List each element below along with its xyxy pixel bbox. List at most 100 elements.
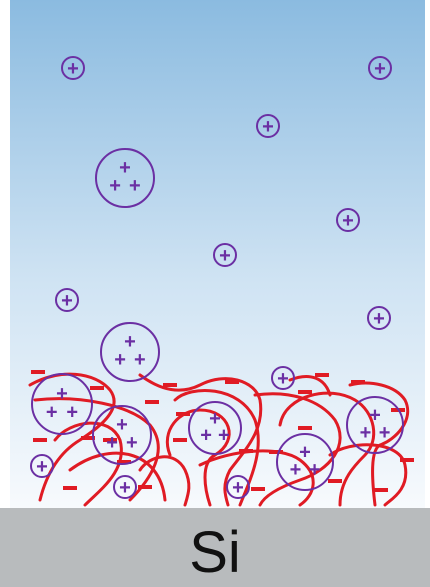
plus-charge: + xyxy=(379,422,391,444)
multivalent-cation: +++ xyxy=(276,433,334,491)
cation-circle xyxy=(61,56,85,80)
single-cation: + xyxy=(367,306,391,330)
plus-charge: + xyxy=(360,422,372,444)
minus-charge xyxy=(81,436,95,440)
single-cation: + xyxy=(113,475,137,499)
minus-charge xyxy=(351,380,365,384)
minus-charge xyxy=(315,373,329,377)
single-cation: + xyxy=(61,56,85,80)
polymer-chain xyxy=(53,421,123,507)
single-cation: + xyxy=(256,114,280,138)
plus-charge: + xyxy=(67,58,79,80)
plus-charge: + xyxy=(116,414,128,436)
single-cation: + xyxy=(226,475,250,499)
plus-charge: + xyxy=(219,245,231,267)
minus-charge xyxy=(298,426,312,430)
plus-charge: + xyxy=(36,456,48,478)
polymer-chain xyxy=(138,373,263,507)
cation-circle xyxy=(213,243,237,267)
plus-charge: + xyxy=(277,368,289,390)
plus-charge: + xyxy=(134,349,146,371)
single-cation: + xyxy=(368,56,392,80)
minus-charge xyxy=(138,485,152,489)
minus-charge xyxy=(374,488,388,492)
minus-charge xyxy=(63,486,77,490)
plus-charge: + xyxy=(119,477,131,499)
plus-charge: + xyxy=(290,459,302,481)
multivalent-cation: +++ xyxy=(100,322,160,382)
multivalent-cation: +++ xyxy=(92,405,152,465)
multivalent-cation: +++ xyxy=(346,396,404,454)
minus-charge xyxy=(103,438,117,442)
cation-circle xyxy=(256,114,280,138)
plus-charge: + xyxy=(209,408,221,430)
plus-charge: + xyxy=(200,424,212,446)
plus-charge: + xyxy=(373,308,385,330)
plus-charge: + xyxy=(56,383,68,405)
plus-charge: + xyxy=(309,459,321,481)
cation-circle xyxy=(92,405,152,465)
plus-charge: + xyxy=(114,349,126,371)
cation-circle xyxy=(276,433,334,491)
cation-circle xyxy=(31,373,93,435)
plus-charge: + xyxy=(61,290,73,312)
minus-charge xyxy=(225,380,239,384)
plus-charge: + xyxy=(369,404,381,426)
plus-charge: + xyxy=(232,477,244,499)
cation-circle xyxy=(226,475,250,499)
single-cation: + xyxy=(336,208,360,232)
minus-charge xyxy=(145,400,159,404)
plus-charge: + xyxy=(46,401,58,423)
plus-charge: + xyxy=(106,432,118,454)
plus-charge: + xyxy=(218,424,230,446)
minus-charge xyxy=(163,383,177,387)
minus-charge xyxy=(251,487,265,491)
minus-charge xyxy=(33,438,47,442)
plus-charge: + xyxy=(129,175,141,197)
cation-circle xyxy=(95,148,155,208)
cation-circle xyxy=(367,306,391,330)
minus-charge xyxy=(90,386,104,390)
single-cation: + xyxy=(55,288,79,312)
cation-circle xyxy=(55,288,79,312)
cation-circle xyxy=(113,475,137,499)
polymer-chain xyxy=(68,451,167,502)
polymer-chain xyxy=(165,408,231,507)
plus-charge: + xyxy=(299,441,311,463)
minus-charge xyxy=(400,458,414,462)
cation-circle xyxy=(368,56,392,80)
plus-charge: + xyxy=(119,157,131,179)
cation-circle xyxy=(336,208,360,232)
polymer-chain xyxy=(278,391,376,507)
single-cation: + xyxy=(213,243,237,267)
minus-charge xyxy=(298,390,312,394)
cation-circle xyxy=(30,454,54,478)
cation-circle xyxy=(100,322,160,382)
plus-charge: + xyxy=(262,116,274,138)
single-cation: + xyxy=(30,454,54,478)
multivalent-cation: +++ xyxy=(188,401,242,455)
plus-charge: + xyxy=(374,58,386,80)
substrate-label: Si xyxy=(189,520,241,585)
polymer-chain xyxy=(348,381,410,507)
plus-charge: + xyxy=(66,401,78,423)
plus-charge: + xyxy=(109,175,121,197)
plus-charge: + xyxy=(124,331,136,353)
cation-circle xyxy=(188,401,242,455)
polymer-chain xyxy=(138,455,191,507)
multivalent-cation: +++ xyxy=(95,148,155,208)
polymer-chain xyxy=(173,389,260,507)
minus-charge xyxy=(176,412,190,416)
minus-charge xyxy=(269,450,283,454)
cation-circle xyxy=(346,396,404,454)
single-cation: + xyxy=(271,366,295,390)
silicon-substrate xyxy=(0,508,430,587)
minus-charge xyxy=(173,438,187,442)
minus-charge xyxy=(239,449,253,453)
multivalent-cation: +++ xyxy=(31,373,93,435)
plus-charge: + xyxy=(126,432,138,454)
minus-charge xyxy=(31,370,45,374)
cation-particles: ++++++++++++++++++++++++++++++++ xyxy=(30,56,404,499)
